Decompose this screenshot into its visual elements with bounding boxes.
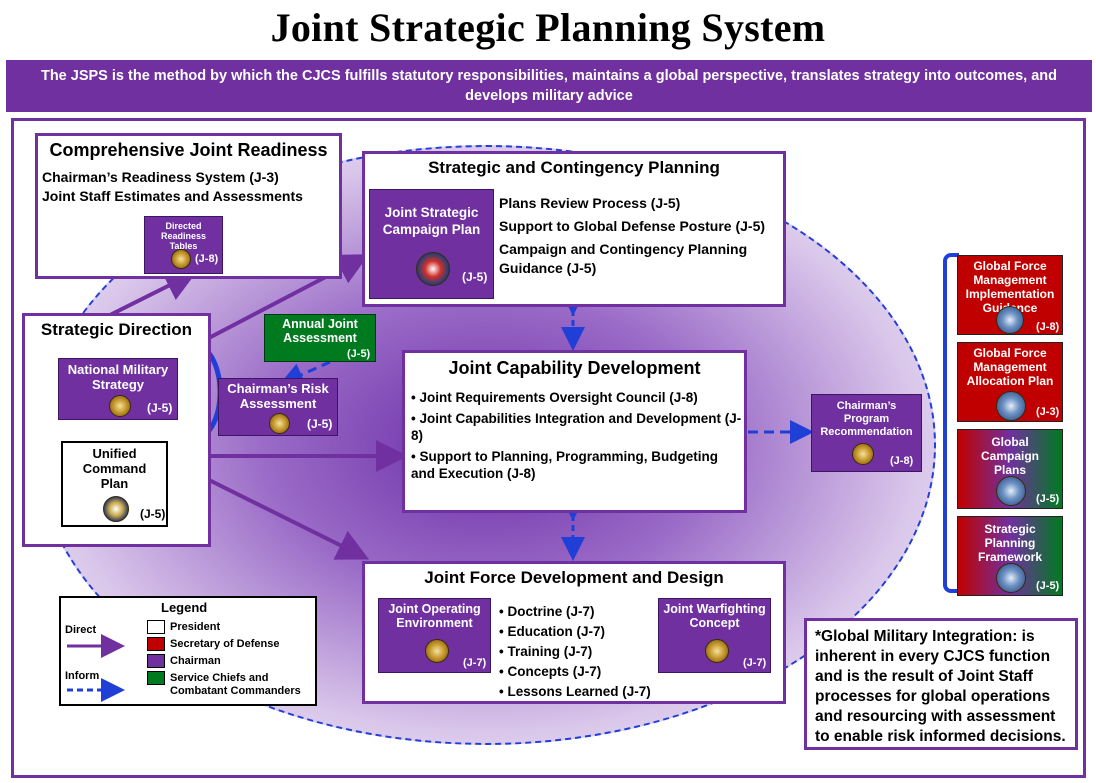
list-item: • Joint Capabilities Integration and Dev… — [411, 411, 742, 443]
gfm-implementation-guidance: Global Force Management Implementation G… — [957, 255, 1063, 335]
strategic-direction-box: Strategic Direction National Military St… — [22, 313, 211, 547]
gfm-code: (J-5) — [1036, 493, 1060, 505]
planning-box: Strategic and Contingency Planning Joint… — [362, 151, 786, 307]
legend-title: Legend — [161, 600, 208, 615]
jwc-code: (J-7) — [743, 657, 767, 669]
chairman-seal-icon — [269, 413, 290, 434]
readiness-line: Joint Staff Estimates and Assessments — [42, 188, 303, 204]
force-dev-box: Joint Force Development and Design Joint… — [362, 561, 786, 704]
list-item: • Education (J-7) — [499, 624, 605, 639]
annual-assessment-code: (J-5) — [347, 348, 371, 360]
gfm-allocation-plan: Global Force Management Allocation Plan … — [957, 342, 1063, 422]
jwc-label: Joint Warfighting Concept — [663, 602, 766, 630]
legend-entry: Service Chiefs and Combatant Commanders — [170, 672, 301, 697]
strategic-direction-title: Strategic Direction — [40, 320, 193, 339]
capability-title: Joint Capability Development — [448, 358, 701, 378]
jscp-code: (J-5) — [462, 270, 488, 284]
list-item: • Doctrine (J-7) — [499, 604, 595, 619]
legend-swatch-service-chiefs — [147, 671, 165, 685]
jscp-label: Joint Strategic Campaign Plan — [382, 205, 481, 237]
planning-line: Plans Review Process (J-5) — [499, 195, 681, 211]
jsc-seal-icon — [416, 252, 450, 286]
readiness-box: Comprehensive Joint Readiness Chairman’s… — [35, 133, 342, 279]
list-item: • Lessons Learned (J-7) — [499, 684, 651, 699]
list-item: • Support to Planning, Programming, Budg… — [411, 449, 718, 481]
planning-line: Campaign and Contingency Planning Guidan… — [499, 241, 748, 276]
ucp-label: Unified Command Plan — [82, 446, 147, 491]
directed-readiness-tables: Directed Readiness Tables (J-8) — [144, 216, 223, 274]
gfm-label: Global Force Management Implementation G… — [965, 259, 1055, 315]
gfm-code: (J-8) — [1036, 321, 1060, 333]
force-dev-list: • Doctrine (J-7) • Education (J-7) • Tra… — [499, 602, 651, 702]
legend-inform-label: Inform — [65, 670, 100, 682]
gfm-bracket — [943, 253, 959, 593]
gfm-label: Global Campaign Plans — [980, 435, 1039, 477]
legend-entry: Chairman — [170, 655, 221, 667]
sec-def-seal-icon — [996, 391, 1026, 421]
risk-assessment-code: (J-5) — [307, 417, 333, 431]
planning-title: Strategic and Contingency Planning — [428, 158, 720, 177]
legend-swatch-chairman — [147, 654, 165, 668]
joint-strategic-campaign-plan: Joint Strategic Campaign Plan (J-5) — [369, 189, 494, 299]
readiness-title: Comprehensive Joint Readiness — [49, 140, 328, 160]
force-dev-title: Joint Force Development and Design — [424, 568, 724, 587]
jsps-banner: The JSPS is the method by which the CJCS… — [6, 60, 1092, 112]
annual-joint-assessment: Annual Joint Assessment (J-5) — [264, 314, 376, 362]
arrow-assessment-to-risk — [279, 360, 331, 386]
arrow-sd-to-readiness — [109, 271, 198, 317]
chairmans-program-recommendation: Chairman’s Program Recommendation (J-8) — [811, 394, 922, 472]
readiness-code: (J-8) — [195, 253, 219, 265]
legend: Legend Direct Inform President Secretary… — [59, 596, 317, 706]
risk-assessment-label: Chairman’s Risk Assessment — [227, 381, 329, 411]
presidential-seal-icon — [103, 496, 129, 522]
joint-warfighting-concept: Joint Warfighting Concept (J-7) — [658, 598, 771, 673]
page-title: Joint Strategic Planning System — [270, 5, 826, 50]
global-campaign-plans: Global Campaign Plans (J-5) — [957, 429, 1063, 509]
national-military-strategy: National Military Strategy (J-5) — [58, 358, 178, 420]
annual-assessment-label: Annual Joint Assessment — [282, 317, 358, 345]
list-item: • Joint Requirements Oversight Council (… — [411, 390, 698, 405]
legend-direct-label: Direct — [65, 624, 97, 636]
joe-label: Joint Operating Environment — [388, 602, 481, 630]
chairman-seal-icon — [425, 639, 449, 663]
sec-def-seal-icon — [996, 476, 1026, 506]
chairman-seal-icon — [705, 639, 729, 663]
chairman-seal-icon — [852, 443, 874, 465]
capability-list: • Joint Requirements Oversight Council (… — [411, 389, 744, 482]
nms-label: National Military Strategy — [67, 362, 169, 392]
gfm-label: Strategic Planning Framework — [977, 522, 1043, 564]
arrow-sd-to-forcedev — [204, 476, 370, 560]
chairmans-risk-assessment: Chairman’s Risk Assessment (J-5) — [218, 378, 338, 436]
ucp-code: (J-5) — [140, 507, 166, 521]
sec-def-seal-icon — [996, 563, 1026, 593]
gfm-code: (J-3) — [1036, 406, 1060, 418]
gfm-code: (J-5) — [1036, 580, 1060, 592]
sec-def-seal-icon — [996, 306, 1024, 334]
readiness-line: Chairman’s Readiness System (J-3) — [42, 169, 279, 185]
program-rec-label: Chairman’s Program Recommendation — [820, 400, 913, 438]
joint-operating-environment: Joint Operating Environment (J-7) — [378, 598, 491, 673]
legend-swatch-president — [147, 620, 165, 634]
joe-code: (J-7) — [463, 657, 487, 669]
legend-entry: President — [170, 621, 221, 633]
list-item: • Training (J-7) — [499, 644, 593, 659]
program-rec-code: (J-8) — [890, 455, 914, 467]
strategic-planning-framework: Strategic Planning Framework (J-5) — [957, 516, 1063, 596]
legend-swatch-secdef — [147, 637, 165, 651]
directed-readiness-label: Directed Readiness Tables — [160, 221, 207, 251]
chairman-seal-icon — [171, 249, 191, 269]
legend-entry: Secretary of Defense — [170, 638, 280, 650]
gmi-note: *Global Military Integration: is inheren… — [804, 618, 1078, 750]
legend-arrows — [67, 634, 125, 702]
planning-line: Support to Global Defense Posture (J-5) — [499, 218, 766, 234]
list-item: • Concepts (J-7) — [499, 664, 602, 679]
capability-box: Joint Capability Development • Joint Req… — [402, 350, 747, 513]
chairman-seal-icon — [109, 395, 131, 417]
nms-code: (J-5) — [147, 401, 173, 415]
unified-command-plan: Unified Command Plan (J-5) — [61, 441, 168, 527]
planning-lines: Plans Review Process (J-5) Support to Gl… — [499, 194, 779, 278]
gfm-label: Global Force Management Allocation Plan — [966, 346, 1054, 388]
